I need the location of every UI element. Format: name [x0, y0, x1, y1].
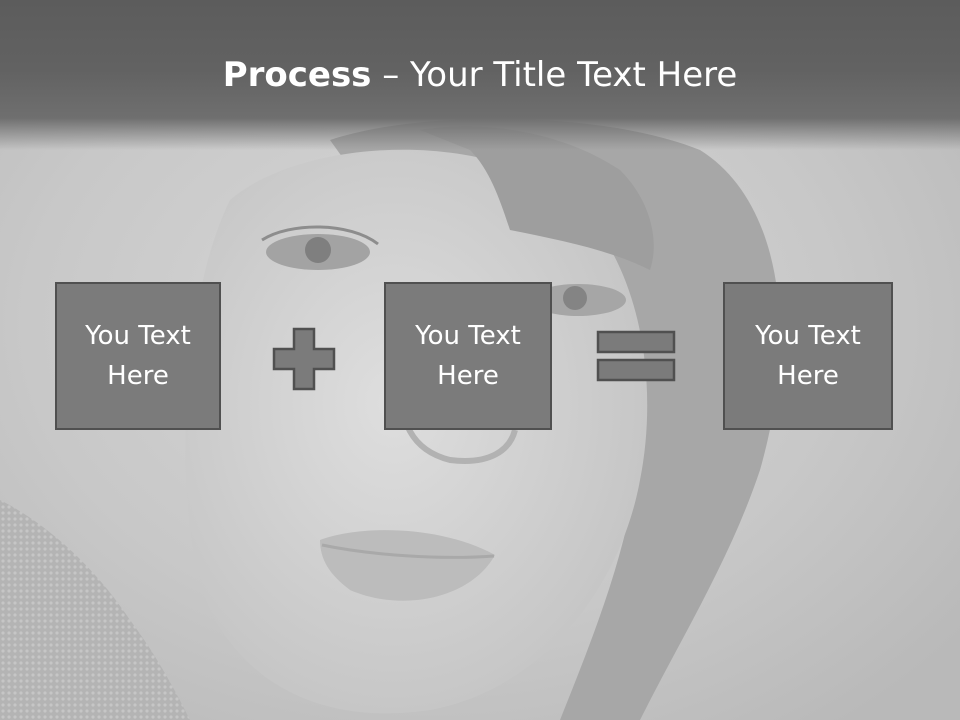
slide-title: Process – Your Title Text Here: [0, 52, 960, 98]
title-bold-part: Process: [222, 55, 372, 95]
process-box-2[interactable]: You Text Here: [384, 282, 552, 430]
process-box-1[interactable]: You Text Here: [55, 282, 221, 430]
process-box-3-text: You Text Here: [738, 316, 878, 396]
process-box-2-line2: Here: [437, 361, 499, 391]
equals-icon: [596, 330, 676, 382]
process-box-1-line1: You Text: [85, 321, 191, 351]
process-box-3-line2: Here: [777, 361, 839, 391]
process-box-3-line1: You Text: [755, 321, 861, 351]
title-band: [0, 0, 960, 150]
plus-icon: [272, 327, 336, 391]
process-box-1-text: You Text Here: [68, 316, 208, 396]
title-rest-part: – Your Title Text Here: [371, 55, 738, 95]
process-box-1-line2: Here: [107, 361, 169, 391]
process-box-2-line1: You Text: [415, 321, 521, 351]
process-box-2-text: You Text Here: [398, 316, 538, 396]
process-box-3[interactable]: You Text Here: [723, 282, 893, 430]
